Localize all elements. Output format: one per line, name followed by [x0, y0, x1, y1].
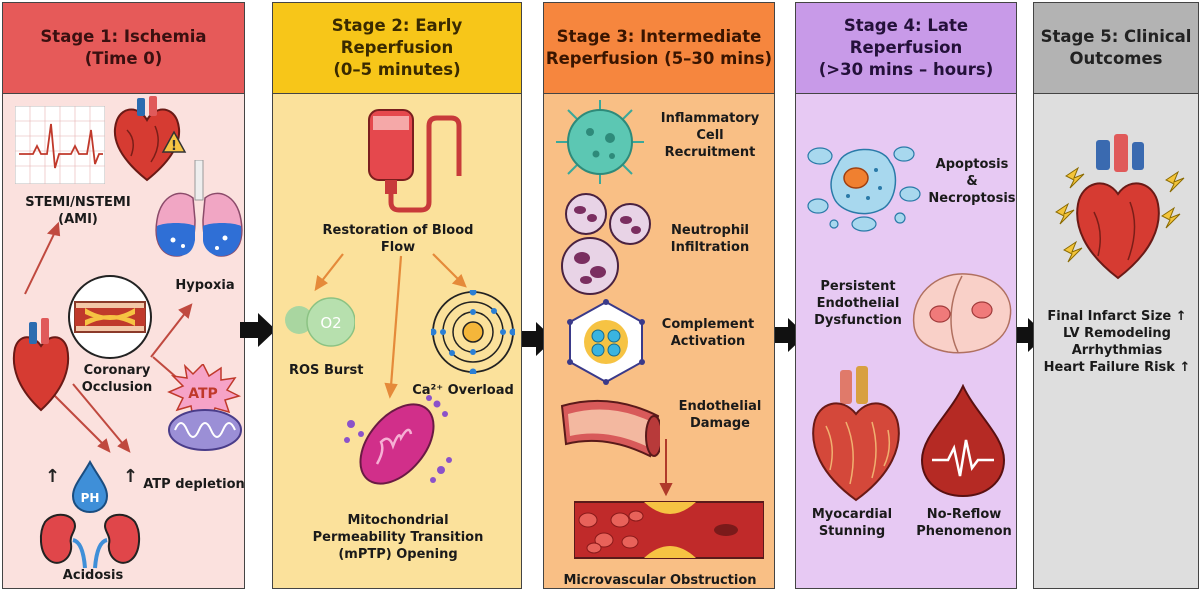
outcome-arrhythmias: Arrhythmias	[1071, 343, 1163, 358]
heart-icon	[12, 318, 70, 412]
apoptosis-label: Apoptosis&Necroptosis	[928, 157, 1016, 206]
heart-warning-icon: !	[113, 96, 187, 182]
stage-4-panel: Stage 4: Late Reperfusion (>30 mins – ho…	[795, 2, 1017, 589]
arrow-right-icon	[240, 313, 276, 347]
stage-1-header: Stage 1: Ischemia (Time 0)	[3, 3, 244, 94]
iv-blood-bag-icon	[368, 109, 462, 213]
ph-badge: PH	[81, 491, 100, 505]
stage-2-subtitle: (0–5 minutes)	[333, 60, 461, 79]
outcome-infarct-size: Final Infarct Size ↑	[1047, 309, 1187, 324]
mitochondria-atp-icon: ATP	[167, 364, 242, 451]
occluded-artery-icon	[68, 275, 152, 359]
stage-5-subtitle: Outcomes	[1069, 49, 1163, 68]
svg-text:↑: ↑	[123, 466, 138, 487]
ca-overload-label: Ca²⁺ Overload	[412, 383, 514, 398]
atp-depletion-label: ATP depletion	[143, 477, 245, 492]
stage-4-subtitle: (>30 mins – hours)	[818, 60, 994, 79]
complement-hexagon-icon	[567, 299, 645, 385]
endothelial-cells-icon	[912, 273, 1012, 354]
microvascular-obstruction-label: Microvascular Obstruction	[563, 573, 757, 588]
stage-3-panel: Stage 3: Intermediate Reperfusion (5–30 …	[543, 2, 775, 589]
oxygen-bubbles-icon: O2	[285, 297, 355, 347]
hypoxia-label: Hypoxia	[175, 278, 235, 293]
stunned-heart-icon	[812, 366, 900, 502]
ros-burst-label: ROS Burst	[289, 363, 364, 378]
stemi-label: STEMI/NSTEMI(AMI)	[25, 195, 131, 227]
apoptotic-cells-icon	[807, 146, 921, 232]
stage-4-title: Stage 4: Late Reperfusion	[843, 16, 969, 57]
neutrophils-icon	[561, 193, 651, 295]
svg-text:!: !	[171, 139, 177, 154]
stage-2-panel: Stage 2: Early Reperfusion (0–5 minutes)…	[272, 2, 522, 589]
blood-drop-ecg-icon	[920, 384, 1006, 498]
stage-1-title: Stage 1: Ischemia	[40, 27, 207, 46]
stage-4-header: Stage 4: Late Reperfusion (>30 mins – ho…	[796, 3, 1016, 94]
outcome-heart-failure: Heart Failure Risk ↑	[1043, 360, 1191, 375]
heart-lightning-icon	[1055, 134, 1185, 280]
stage-5-body: Final Infarct Size ↑ LV Remodeling Arrhy…	[1034, 94, 1198, 588]
ecg-monitor-icon	[15, 106, 105, 184]
calcium-atom-icon	[431, 290, 515, 374]
stage-3-arrows	[659, 439, 673, 497]
stage-5-header: Stage 5: Clinical Outcomes	[1034, 3, 1198, 94]
stage-5-title: Stage 5: Clinical	[1040, 27, 1192, 46]
svg-text:↑: ↑	[45, 466, 60, 487]
stage-2-arrows	[314, 253, 467, 399]
blood-vessel-icon	[560, 399, 660, 458]
outcomes-list: Final Infarct Size ↑ LV Remodeling Arrhy…	[1038, 308, 1196, 376]
stage-1-subtitle: (Time 0)	[84, 49, 163, 68]
stage-3-header: Stage 3: Intermediate Reperfusion (5–30 …	[544, 3, 774, 94]
acidosis-label: Acidosis	[62, 568, 124, 583]
mitochondrion-icon	[344, 395, 452, 485]
stage-3-title: Stage 3: Intermediate	[556, 27, 762, 46]
stage-3-subtitle: Reperfusion (5–30 mins)	[545, 49, 773, 68]
obstructed-vessel-icon	[574, 501, 764, 559]
outcome-lv-remodeling: LV Remodeling	[1063, 326, 1171, 341]
lungs-icon	[155, 160, 243, 257]
o2-badge: O2	[320, 314, 341, 332]
stage-2-header: Stage 2: Early Reperfusion (0–5 minutes)	[273, 3, 521, 94]
inflammatory-cell-icon	[556, 100, 644, 184]
atp-badge: ATP	[188, 386, 218, 402]
stage-5-panel: Stage 5: Clinical Outcomes Final Infarct…	[1033, 2, 1199, 589]
stage-2-title: Stage 2: Early Reperfusion	[331, 16, 463, 57]
kidneys-ph-icon: ↑ ↑ PH	[39, 460, 141, 569]
stage-1-panel: Stage 1: Ischemia (Time 0)	[2, 2, 245, 589]
